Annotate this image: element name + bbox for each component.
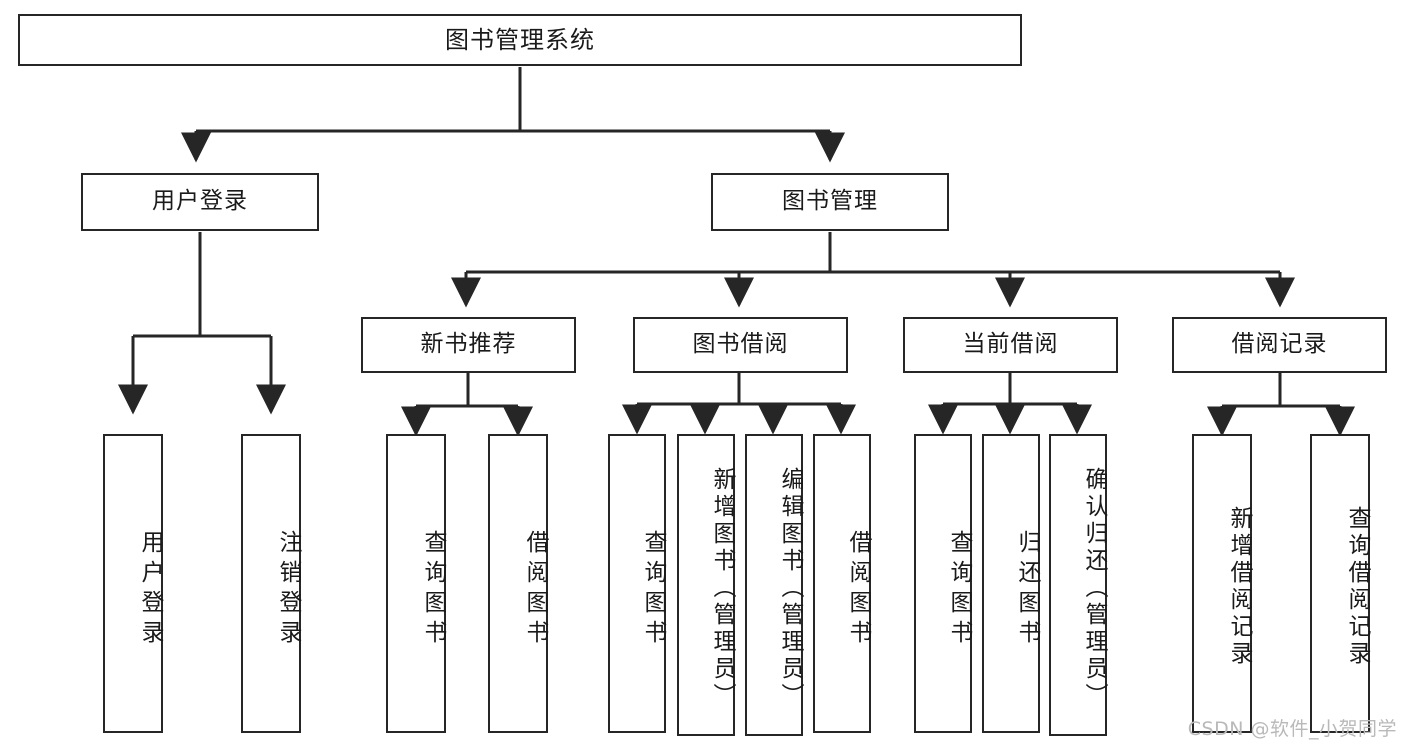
leaf-logout-login[interactable]: 注销登录: [241, 434, 301, 733]
leaf-edit-book-admin[interactable]: 编辑图书（管理员）: [745, 434, 803, 736]
node-label: 借阅图书: [522, 529, 548, 650]
node-user-login[interactable]: 用户登录: [81, 173, 319, 231]
leaf-add-borrow-record[interactable]: 新增借阅记录: [1192, 434, 1252, 733]
node-label: 确认归还（管理员）: [1081, 466, 1107, 710]
node-label: 借阅图书: [845, 529, 871, 650]
node-borrow-record[interactable]: 借阅记录: [1172, 317, 1387, 373]
leaf-query-book-recommend[interactable]: 查询图书: [386, 434, 446, 733]
node-label: 当前借阅: [962, 331, 1059, 358]
node-label: 注销登录: [275, 529, 301, 650]
node-label: 图书管理系统: [445, 25, 595, 54]
node-label: 用户登录: [137, 529, 163, 650]
leaf-user-login[interactable]: 用户登录: [103, 434, 163, 733]
leaf-query-book-current[interactable]: 查询图书: [914, 434, 972, 733]
node-book-borrow[interactable]: 图书借阅: [633, 317, 848, 373]
node-label: 编辑图书（管理员）: [777, 466, 803, 710]
leaf-borrow-book-recommend[interactable]: 借阅图书: [488, 434, 548, 733]
node-current-borrow[interactable]: 当前借阅: [903, 317, 1118, 373]
node-label: 用户登录: [152, 188, 248, 215]
node-label: 归还图书: [1014, 529, 1040, 650]
node-label: 新增借阅记录: [1226, 505, 1252, 668]
leaf-add-book-admin[interactable]: 新增图书（管理员）: [677, 434, 735, 736]
leaf-return-book[interactable]: 归还图书: [982, 434, 1040, 733]
node-label: 查询图书: [420, 529, 446, 650]
node-label: 查询图书: [946, 529, 972, 650]
node-label: 图书管理: [782, 188, 878, 215]
leaf-borrow-book[interactable]: 借阅图书: [813, 434, 871, 733]
leaf-query-book-borrow[interactable]: 查询图书: [608, 434, 666, 733]
node-book-management[interactable]: 图书管理: [711, 173, 949, 231]
node-root-book-management-system[interactable]: 图书管理系统: [18, 14, 1022, 66]
node-new-book-recommend[interactable]: 新书推荐: [361, 317, 576, 373]
node-label: 新书推荐: [420, 331, 517, 358]
leaf-query-borrow-record[interactable]: 查询借阅记录: [1310, 434, 1370, 733]
node-label: 查询借阅记录: [1344, 505, 1370, 668]
node-label: 图书借阅: [692, 331, 789, 358]
node-label: 借阅记录: [1231, 331, 1328, 358]
csdn-watermark: CSDN @软件_小贺同学: [1187, 718, 1397, 740]
leaf-confirm-return-admin[interactable]: 确认归还（管理员）: [1049, 434, 1107, 736]
node-label: 新增图书（管理员）: [709, 466, 735, 710]
node-label: 查询图书: [640, 529, 666, 650]
